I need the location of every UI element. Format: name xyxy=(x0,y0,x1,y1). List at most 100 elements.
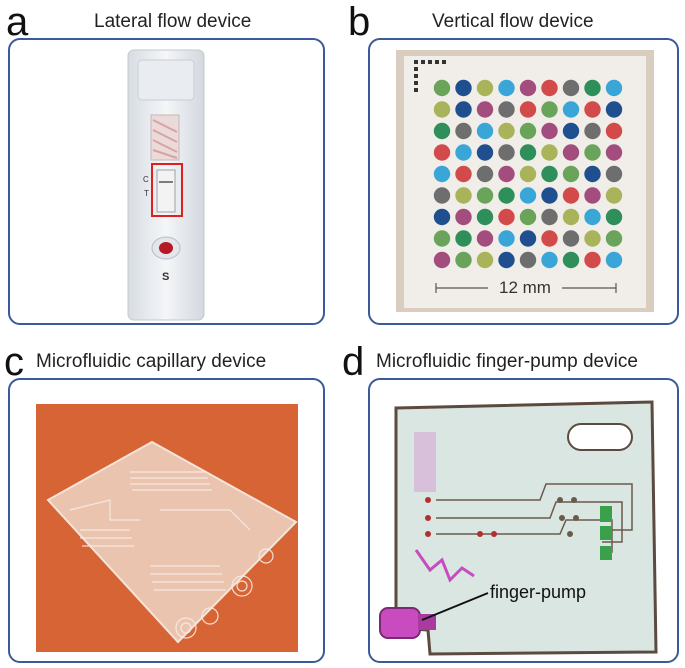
spot xyxy=(541,144,558,161)
panel-c-letter: c xyxy=(4,340,24,384)
panel-a-frame: C T S xyxy=(8,38,325,325)
corner-mark xyxy=(442,60,446,64)
spot-array xyxy=(433,79,623,269)
spot xyxy=(455,187,472,204)
spot xyxy=(519,165,537,183)
spot xyxy=(562,144,580,161)
finger-pump-bulb xyxy=(379,607,421,639)
spot xyxy=(584,122,601,140)
corner-mark xyxy=(414,60,418,64)
spot xyxy=(541,251,558,269)
spot xyxy=(498,208,515,226)
panel-c-title: Microfluidic capillary device xyxy=(36,351,267,372)
spot xyxy=(476,187,494,204)
spot xyxy=(584,230,601,247)
spot xyxy=(455,101,472,118)
corner-marker xyxy=(414,60,446,92)
corner-mark xyxy=(414,81,418,85)
svg-text:C: C xyxy=(143,175,149,184)
spot xyxy=(433,79,451,97)
spot xyxy=(605,144,623,161)
spot xyxy=(605,165,623,183)
panel-d-title: Microfluidic finger-pump device xyxy=(376,351,638,372)
spot xyxy=(498,79,515,97)
spot xyxy=(562,165,580,183)
spot xyxy=(433,187,451,204)
corner-mark xyxy=(428,60,432,64)
spot xyxy=(476,79,494,97)
spot xyxy=(498,122,515,140)
corner-mark xyxy=(414,74,418,78)
spot xyxy=(584,79,601,97)
spot xyxy=(605,101,623,118)
spot xyxy=(455,144,472,161)
sample-strip xyxy=(150,114,180,161)
spot xyxy=(605,230,623,247)
panel-b-frame: 12 mm xyxy=(368,38,679,325)
svg-text:T: T xyxy=(144,189,149,198)
spot xyxy=(476,230,494,247)
spot xyxy=(433,165,451,183)
spot xyxy=(584,101,601,118)
panel-a-title: Lateral flow device xyxy=(94,11,252,32)
spot xyxy=(541,165,558,183)
corner-mark xyxy=(414,88,418,92)
spot xyxy=(541,79,558,97)
spot xyxy=(541,208,558,226)
vertical-flow-image: 12 mm xyxy=(396,50,654,312)
spot xyxy=(519,208,537,226)
spot xyxy=(476,144,494,161)
spot xyxy=(605,187,623,204)
spot xyxy=(476,122,494,140)
spot xyxy=(519,79,537,97)
sample-label: S xyxy=(162,271,169,283)
corner-mark xyxy=(435,60,439,64)
spot xyxy=(519,230,537,247)
spot xyxy=(605,79,623,97)
highlight-box xyxy=(151,163,183,217)
spot xyxy=(498,165,515,183)
spot xyxy=(519,251,537,269)
spot xyxy=(584,165,601,183)
spot xyxy=(433,122,451,140)
spot xyxy=(541,187,558,204)
spot xyxy=(498,251,515,269)
panel-a-letter: a xyxy=(6,0,29,44)
spot xyxy=(433,101,451,118)
spot xyxy=(605,122,623,140)
spot xyxy=(433,208,451,226)
lateral-flow-image: C T S xyxy=(127,49,205,321)
spot xyxy=(584,208,601,226)
spot xyxy=(562,230,580,247)
spot xyxy=(519,101,537,118)
spot xyxy=(541,230,558,247)
panel-b-title: Vertical flow device xyxy=(432,11,594,32)
spot xyxy=(605,208,623,226)
spot xyxy=(562,187,580,204)
spot xyxy=(455,165,472,183)
spot xyxy=(562,251,580,269)
spot xyxy=(455,251,472,269)
spot xyxy=(605,251,623,269)
spot xyxy=(455,122,472,140)
spot xyxy=(541,122,558,140)
spot xyxy=(476,251,494,269)
spot xyxy=(455,79,472,97)
corner-mark xyxy=(414,67,418,71)
spot xyxy=(498,187,515,204)
spot xyxy=(498,230,515,247)
spot xyxy=(476,165,494,183)
spot xyxy=(433,230,451,247)
spot xyxy=(476,101,494,118)
panel-b-letter: b xyxy=(348,0,371,44)
spot xyxy=(455,208,472,226)
finger-pump-label: finger-pump xyxy=(490,582,586,602)
spot xyxy=(519,187,537,204)
spot xyxy=(541,101,558,118)
spot xyxy=(433,144,451,161)
scale-bar-label: 12 mm xyxy=(499,278,551,297)
spot xyxy=(562,79,580,97)
spot xyxy=(584,251,601,269)
finger-pump-pointer xyxy=(421,592,489,621)
spot xyxy=(498,101,515,118)
